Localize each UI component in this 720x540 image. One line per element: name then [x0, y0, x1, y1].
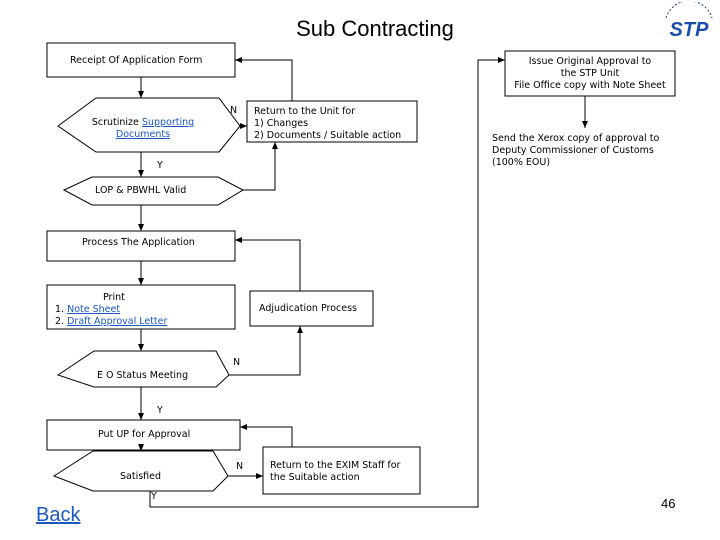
return-unit-line3: 2) Documents / Suitable action — [254, 130, 402, 141]
edge-label-y3: Y — [151, 491, 157, 502]
return-unit-box — [246, 100, 418, 143]
send-line1: Send the Xerox copy of approval to — [492, 133, 660, 144]
edge-label-n2: N — [233, 357, 241, 368]
lop-valid-label: LOP & PBWHL Valid — [95, 185, 187, 196]
edge-label-n3: N — [236, 461, 244, 472]
logo-text: STP — [670, 19, 710, 41]
put-up-label: Put UP for Approval — [98, 429, 191, 440]
edge-label-y1: Y — [157, 160, 163, 171]
return-unit-label: Return to the Unit for 1) Changes 2) Doc… — [254, 106, 401, 142]
print-label: Print 1. Note Sheet 2. Draft Approval Le… — [55, 292, 167, 328]
send-copy-label: Send the Xerox copy of approval to Deput… — [492, 133, 659, 169]
edge-label-n1: N — [230, 105, 238, 116]
print-title: Print — [103, 292, 125, 303]
receipt-box — [46, 42, 236, 78]
print-item2-prefix: 2. — [55, 316, 68, 327]
documents-link[interactable]: Documents — [115, 129, 171, 140]
adjudication-label: Adjudication Process — [259, 303, 357, 314]
issue-line1: Issue Original Approval to — [528, 56, 652, 67]
page-number: 46 — [661, 496, 676, 511]
return-exim-box — [262, 446, 421, 495]
draft-approval-link[interactable]: Draft Approval Letter — [67, 316, 168, 327]
stp-logo: STP — [660, 0, 718, 46]
page-title: Sub Contracting — [296, 16, 454, 41]
issue-label: Issue Original Approval to the STP Unit … — [505, 56, 675, 92]
process-label: Process The Application — [82, 237, 195, 248]
issue-box — [504, 50, 676, 97]
send-line3: (100% EOU) — [492, 157, 551, 168]
adjudication-box — [249, 290, 374, 327]
return-exim-line2: the Suitable action — [270, 472, 360, 483]
send-line2: Deputy Commissioner of Customs — [492, 145, 654, 156]
issue-line2: the STP Unit — [560, 68, 620, 79]
back-link[interactable]: Back — [36, 504, 81, 526]
eo-status-label: E O Status Meeting — [97, 370, 189, 381]
return-unit-line1: Return to the Unit for — [254, 106, 356, 117]
print-item1-prefix: 1. — [55, 304, 68, 315]
return-exim-label: Return to the EXIM Staff for the Suitabl… — [270, 460, 400, 484]
supporting-link[interactable]: Supporting — [141, 117, 195, 128]
receipt-label: Receipt Of Application Form — [70, 55, 203, 66]
issue-line3: File Office copy with Note Sheet — [514, 80, 666, 91]
note-sheet-link[interactable]: Note Sheet — [67, 304, 121, 315]
print-box — [46, 284, 236, 330]
return-exim-line1: Return to the EXIM Staff for — [270, 460, 401, 471]
scrutinize-label: Scrutinize Supporting Documents — [88, 117, 198, 141]
satisfied-label: Satisfied — [120, 471, 162, 482]
edge-label-y2: Y — [157, 405, 163, 416]
return-unit-line2: 1) Changes — [254, 118, 309, 129]
scrutinize-prefix: Scrutinize — [91, 117, 142, 128]
